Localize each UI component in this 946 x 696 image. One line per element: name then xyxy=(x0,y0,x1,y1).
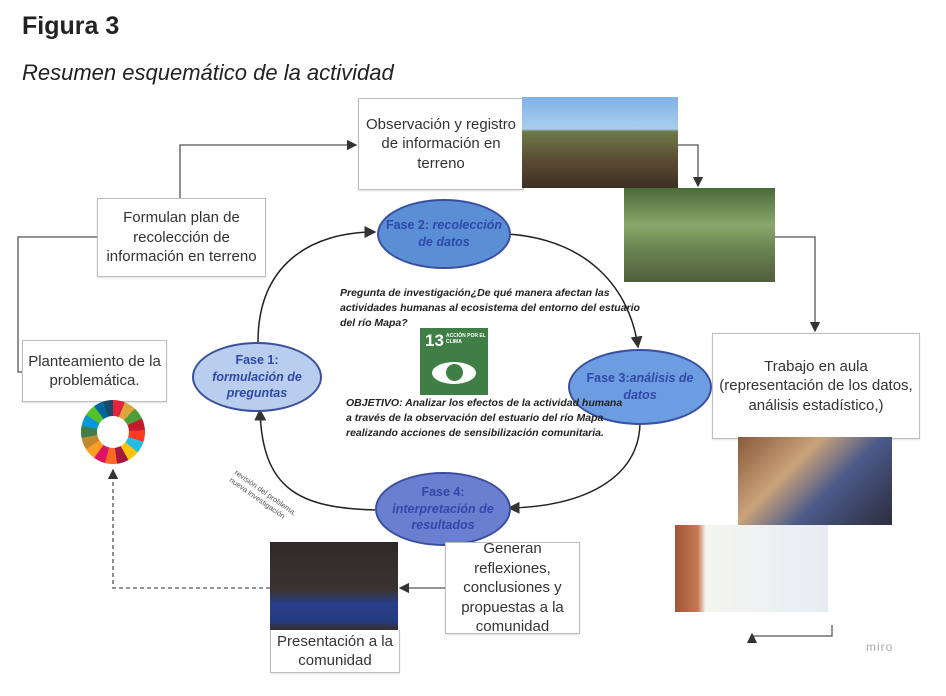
photo-field-observation xyxy=(522,97,678,188)
phase-4-ellipse: Fase 4: interpretación de resultados xyxy=(375,472,511,546)
figure-title: Figura 3 xyxy=(22,12,120,40)
box-plan: Formulan plan de recolección de informac… xyxy=(97,198,266,277)
figure-subtitle: Resumen esquemático de la actividad xyxy=(22,60,394,85)
photo-whiteboard xyxy=(675,525,828,612)
phase-2-title: recolección de datos xyxy=(418,218,503,249)
box-problem-text: Planteamiento de la problemática. xyxy=(28,352,161,390)
box-classroom: Trabajo en aula (representación de los d… xyxy=(712,333,920,439)
arrow-observation-to-photo xyxy=(678,144,704,188)
cycle-arrow-2-3 xyxy=(507,233,643,349)
research-question: Pregunta de investigación¿De qué manera … xyxy=(340,287,640,330)
arrow-presentation-to-problem xyxy=(107,468,270,589)
box-problem: Planteamiento de la problemática. xyxy=(22,340,167,402)
arrow-classroom-to-reflections xyxy=(746,625,833,644)
box-presentation: Presentación a la comunidad xyxy=(270,630,400,673)
phase-2-label: Fase 2: xyxy=(385,218,430,233)
cycle-arrow-4-1 xyxy=(254,408,376,511)
photo-classroom xyxy=(738,437,892,525)
box-presentation-text: Presentación a la comunidad xyxy=(277,632,393,670)
phase-4-title: interpretación de resultados xyxy=(392,501,494,533)
box-observation-text: Observación y registro de información en… xyxy=(365,115,517,172)
phase-3-title: análisis de datos xyxy=(623,371,694,402)
box-plan-text: Formulan plan de recolección de informac… xyxy=(106,209,257,266)
phase-3-label: Fase 3: xyxy=(586,371,630,386)
line-plan-to-problem xyxy=(17,236,97,373)
box-classroom-text: Trabajo en aula (representación de los d… xyxy=(719,357,913,414)
arrow-photo-to-classroom xyxy=(775,236,821,333)
box-reflections-text: Generan reflexiones, conclusiones y prop… xyxy=(461,540,564,636)
sdg-13-climate-action-icon: 13 ACCIÓN POR EL CLIMA xyxy=(420,328,488,395)
cycle-arrow-1-2 xyxy=(257,226,377,343)
phase-2-ellipse: Fase 2: recolección de datos xyxy=(377,199,511,269)
phase-4-label: Fase 4: xyxy=(421,484,465,499)
sdg-13-number: 13 xyxy=(425,331,444,350)
objective-text: OBJETIVO: Analizar los efectos de la act… xyxy=(346,397,623,440)
cycle-arrow-3-4 xyxy=(507,421,641,514)
sdg-wheel-icon xyxy=(81,400,145,464)
phase-1-label: Fase 1: xyxy=(235,352,279,367)
phase-1-ellipse: Fase 1: formulación de preguntas xyxy=(192,342,322,412)
phase-3-ellipse: Fase 3:análisis de datos xyxy=(568,349,712,425)
arrow-plan-to-observation xyxy=(179,139,358,198)
photo-presentation xyxy=(270,542,398,630)
phase-1-title: formulación de preguntas xyxy=(212,369,302,401)
box-observation: Observación y registro de información en… xyxy=(358,98,524,190)
box-reflections: Generan reflexiones, conclusiones y prop… xyxy=(445,540,580,636)
sdg-13-label: ACCIÓN POR EL CLIMA xyxy=(446,333,486,345)
globe-icon xyxy=(446,364,463,381)
photo-field-group xyxy=(624,188,775,282)
miro-watermark: miro xyxy=(866,640,894,654)
